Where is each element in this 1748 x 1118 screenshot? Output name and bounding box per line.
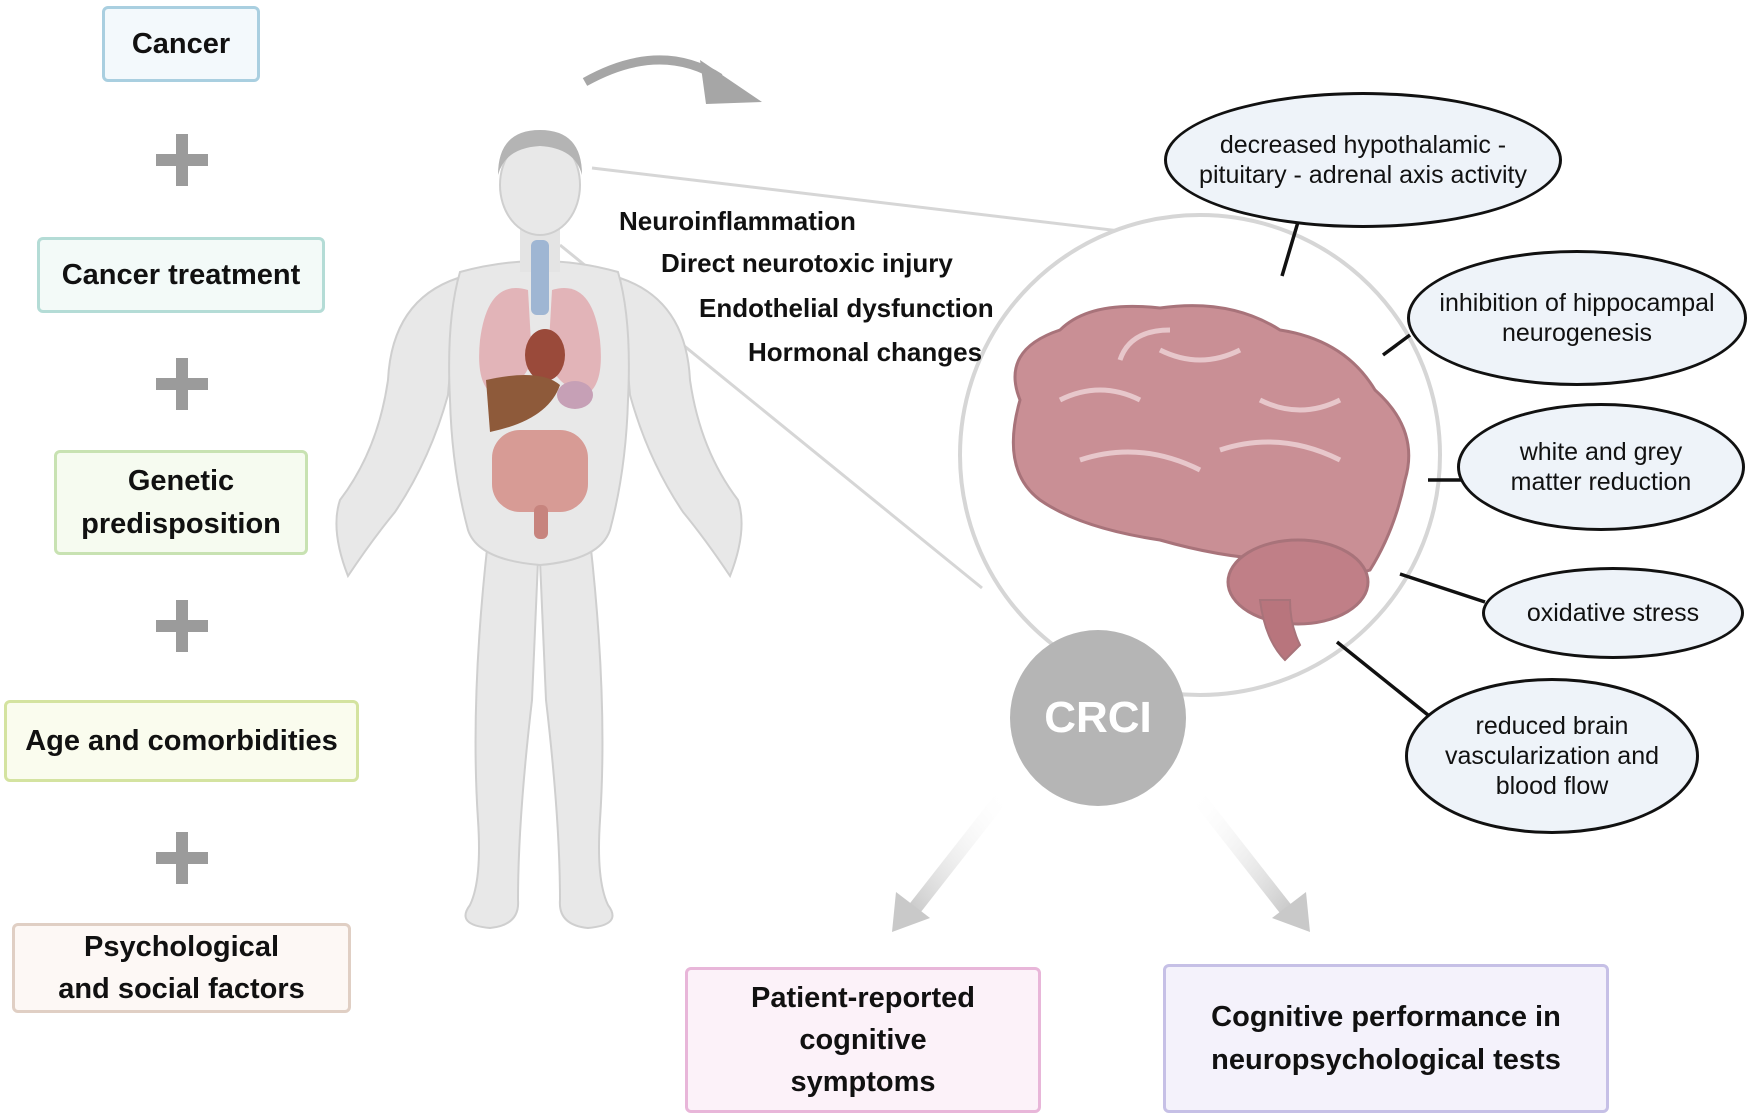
factor-label: Genetic predisposition [81, 465, 281, 540]
brain-illustration [1011, 304, 1411, 662]
mechanism-label: Endothelial dysfunction [699, 293, 994, 323]
effect-ellipse-matter-reduction: white and grey matter reduction [1457, 403, 1745, 531]
effect-label: decreased hypothalamic - pituitary - adr… [1199, 131, 1527, 189]
zoom-line-top [591, 166, 1196, 242]
factor-label: Psychological and social factors [58, 930, 305, 1005]
factor-box-cancer: Cancer [102, 6, 260, 82]
factor-box-age-comorbidities: Age and comorbidities [4, 700, 359, 782]
human-body-illustration [335, 130, 743, 930]
plus-icon [156, 134, 208, 186]
outcome-arrows [892, 787, 1310, 932]
factor-box-psychological-social: Psychological and social factors [12, 923, 351, 1013]
effect-ellipse-oxidative-stress: oxidative stress [1482, 567, 1744, 659]
effect-label: white and grey matter reduction [1510, 438, 1692, 496]
plus-icon [156, 832, 208, 884]
mechanism-label: Hormonal changes [748, 337, 983, 367]
crci-circle: CRCI [1010, 630, 1186, 806]
crci-label: CRCI [1044, 693, 1152, 742]
curved-arrow [582, 55, 762, 104]
outcome-box-cognitive-performance: Cognitive performance in neuropsychologi… [1163, 964, 1609, 1113]
mechanism-label: Neuroinflammation [619, 206, 856, 236]
effect-ellipse-vascularization: reduced brain vascularization and blood … [1405, 678, 1699, 834]
effect-ellipse-hippocampal-neurogenesis: inhibition of hippocampal neurogenesis [1407, 250, 1747, 386]
outcome-label: Cognitive performance in neuropsychologi… [1211, 1001, 1561, 1076]
factor-label: Age and comorbidities [25, 724, 338, 757]
plus-icon [156, 600, 208, 652]
effect-ellipse-hpa-axis: decreased hypothalamic - pituitary - adr… [1164, 92, 1562, 228]
mechanism-label: Direct neurotoxic injury [661, 248, 953, 278]
plus-icon [156, 358, 208, 410]
effect-label: oxidative stress [1526, 599, 1700, 627]
factor-box-genetic-predisposition: Genetic predisposition [54, 450, 308, 555]
outcome-label: Patient-reported cognitive symptoms [751, 981, 975, 1099]
connector-lines [1280, 221, 1486, 717]
outcome-box-patient-reported: Patient-reported cognitive symptoms [685, 967, 1041, 1113]
factor-label: Cancer [131, 27, 231, 60]
factor-label: Cancer treatment [61, 258, 301, 291]
effect-label: reduced brain vascularization and blood … [1444, 712, 1659, 800]
effect-label: inhibition of hippocampal neurogenesis [1439, 289, 1715, 347]
factor-box-cancer-treatment: Cancer treatment [37, 237, 325, 313]
